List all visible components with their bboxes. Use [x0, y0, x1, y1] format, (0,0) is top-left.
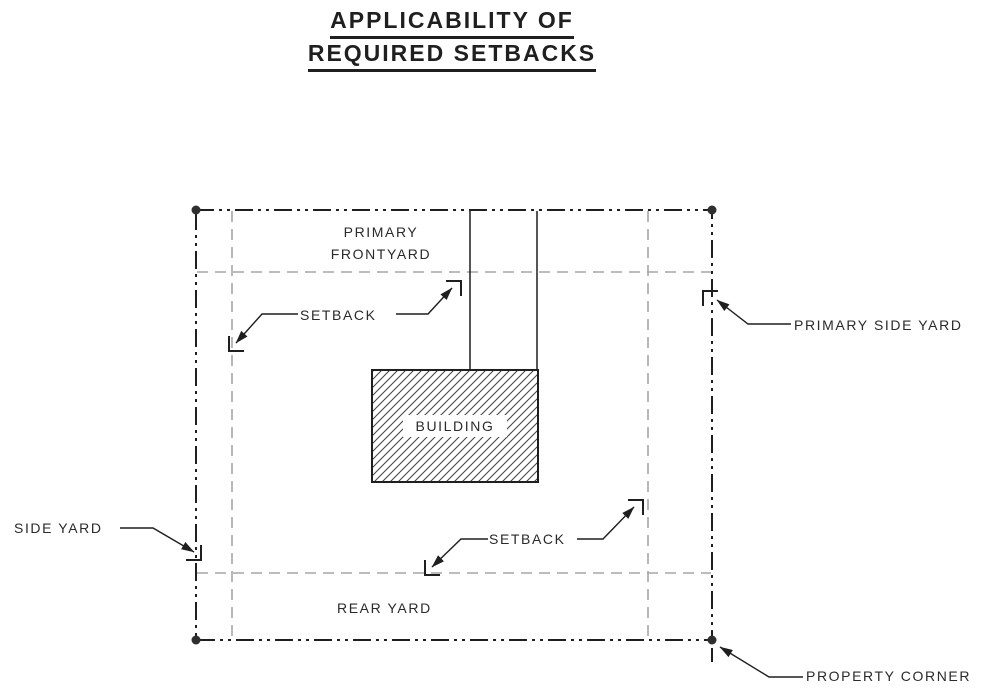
- primary-frontyard-label-line2: FRONTYARD: [330, 246, 432, 262]
- witness-tick-setback-front-left: [228, 336, 244, 352]
- property-corner-dot-top-left: [191, 205, 201, 215]
- rear-yard-label: REAR YARD: [337, 600, 432, 616]
- property-corner-dot-top-right: [707, 205, 717, 215]
- leader-setback-front-left: [235, 313, 298, 344]
- witness-tick-setback-rear-right: [628, 499, 644, 515]
- leader-primary-side-yard: [716, 299, 791, 325]
- witness-tick-setback-rear-left: [424, 560, 440, 576]
- property-corner-dot-bottom-left: [191, 635, 201, 645]
- witness-tick-primary-side-yard: [702, 290, 718, 306]
- primary-side-yard-label: PRIMARY SIDE YARD: [794, 317, 963, 333]
- side-yard-label: SIDE YARD: [14, 520, 103, 536]
- setback-rear-label: SETBACK: [489, 531, 566, 547]
- witness-tick-setback-front-right: [446, 280, 462, 296]
- leader-property-corner: [719, 646, 803, 678]
- drawing-title-line1: APPLICABILITY OF: [330, 6, 574, 39]
- building-label: BUILDING: [403, 415, 507, 437]
- property-boundary-line: [195, 209, 713, 641]
- drawing-title-line2: REQUIRED SETBACKS: [307, 39, 597, 72]
- leader-setback-rear-left: [431, 538, 488, 568]
- property-corner-label: PROPERTY CORNER: [806, 668, 972, 684]
- leader-side-yard: [120, 527, 195, 553]
- drawing-title: APPLICABILITY OF REQUIRED SETBACKS: [252, 6, 652, 72]
- primary-frontyard-label: PRIMARY FRONTYARD: [290, 221, 472, 265]
- primary-frontyard-label-line1: PRIMARY: [343, 224, 419, 240]
- property-corner-dot-bottom-right: [707, 635, 717, 645]
- witness-tick-side-yard: [186, 545, 202, 561]
- leader-setback-front-right: [396, 287, 453, 315]
- setback-front-label: SETBACK: [300, 307, 377, 323]
- leader-setback-rear-right: [577, 506, 635, 540]
